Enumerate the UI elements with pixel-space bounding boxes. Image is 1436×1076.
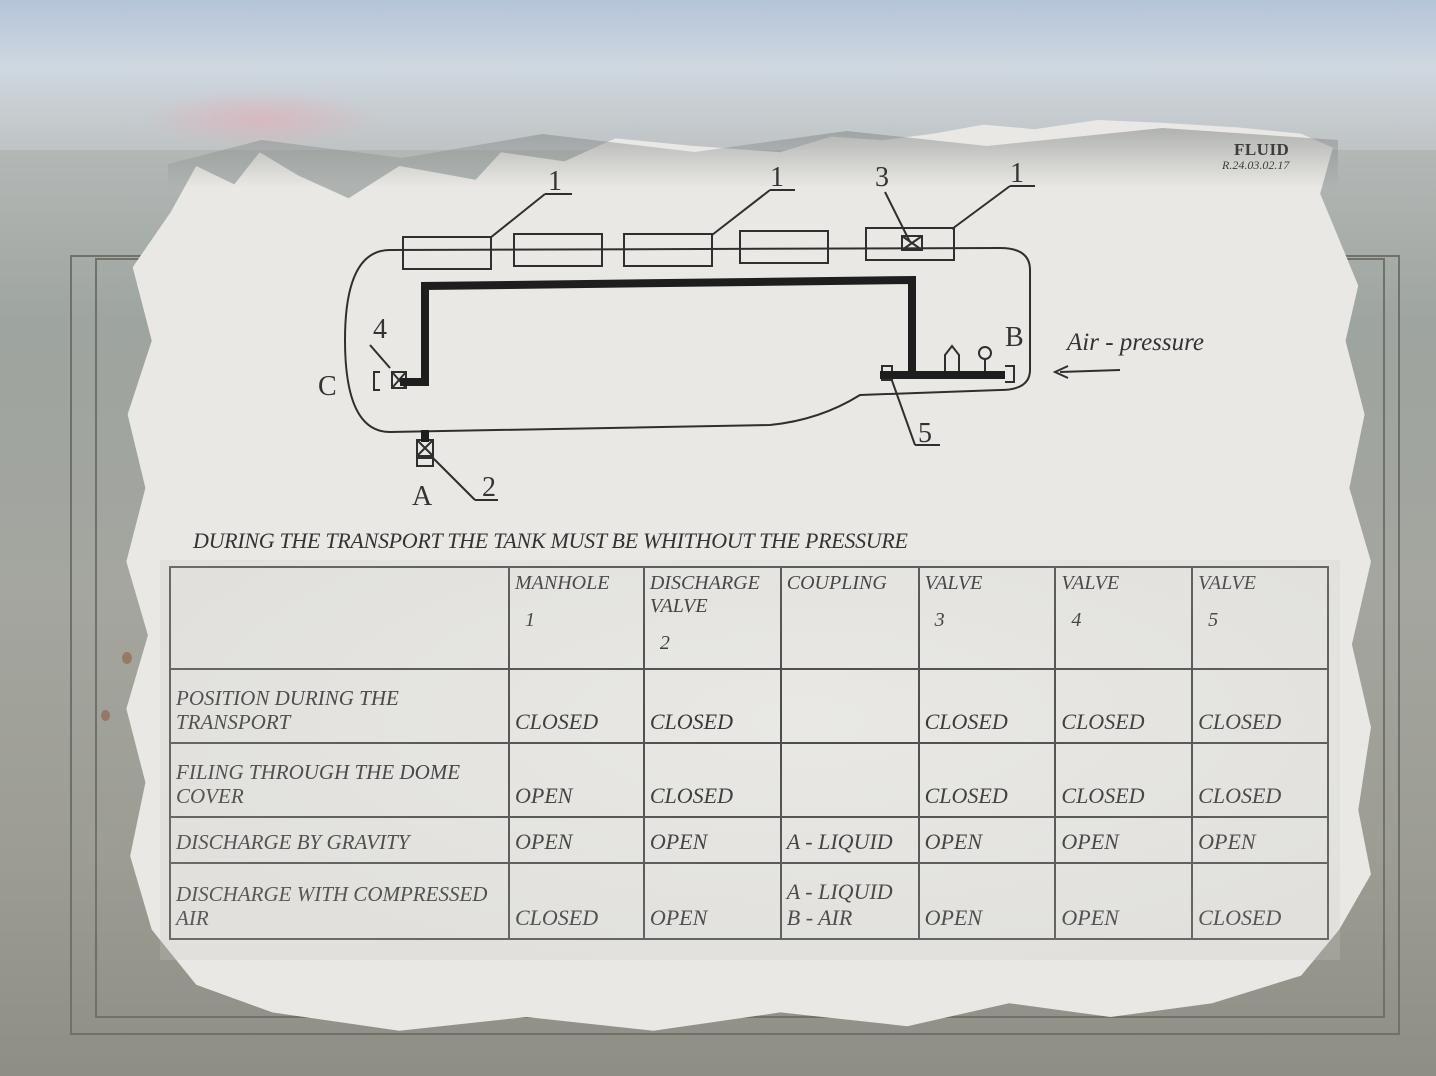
table-cell: CLOSED [642,668,782,744]
row-label: DISCHARGE BY GRAVITY [169,816,510,864]
table-cell: CLOSED [1054,668,1194,744]
table-row: DISCHARGE WITH COMPRESSED AIR CLOSED OPE… [169,862,1329,940]
table-cell: A - LIQUID B - AIR [779,862,920,940]
table-cell: OPEN [642,862,782,940]
header-coupling: COUPLING [779,566,920,670]
table-cell: CLOSED [1191,668,1329,744]
brand-code: R.24.03.02.17 [1222,158,1290,172]
manhole-label: 1 [548,166,562,197]
table-cell: OPEN [508,816,645,864]
manhole-label: 1 [1010,158,1024,189]
air-pressure-label: Air - pressure [1065,329,1204,356]
table-cell: CLOSED [1191,742,1329,818]
point-b-label: B [1005,322,1024,353]
table-cell: OPEN [917,862,1057,940]
table-cell [779,742,920,818]
valve2-label: 2 [482,472,496,503]
table-cell: CLOSED [642,742,782,818]
sky-glow [140,88,380,148]
table-cell: CLOSED [917,742,1057,818]
manhole-label: 1 [770,162,784,193]
brand-name: FLUID [1233,140,1290,159]
table-cell: A - LIQUID [779,816,920,864]
valve3-label: 3 [875,162,889,193]
table-row: POSITION DURING THE TRANSPORT CLOSED CLO… [169,668,1329,744]
table-cell [779,668,920,744]
rust-spot [101,710,110,721]
valve5-label: 5 [918,418,932,449]
transport-notice: DURING THE TRANSPORT THE TANK MUST BE WH… [193,528,908,553]
row-label: DISCHARGE WITH COMPRESSED AIR [169,862,510,940]
table-cell: CLOSED [508,668,645,744]
table-row: FILING THROUGH THE DOME COVER OPEN CLOSE… [169,742,1329,818]
table-cell: CLOSED [917,668,1057,744]
table-cell: OPEN [917,816,1057,864]
point-a-label: A [412,481,433,512]
table-cell: OPEN [1054,862,1194,940]
table-cell: CLOSED [508,862,645,940]
header-blank [169,566,510,670]
valve4-label: 4 [373,314,387,345]
table-cell: OPEN [508,742,645,818]
table-cell: OPEN [642,816,782,864]
row-label: FILING THROUGH THE DOME COVER [169,742,510,818]
table-cell: OPEN [1054,816,1194,864]
table-cell: OPEN [1191,816,1329,864]
brand-block: FLUID R.24.03.02.17 [1222,140,1289,173]
table-cell: CLOSED [1191,862,1329,940]
rust-spot [122,652,132,664]
table-row: DISCHARGE BY GRAVITY OPEN OPEN A - LIQUI… [169,816,1329,864]
tank-diagram: 1 1 3 1 4 C B 5 A 2 Air - pressure [318,158,1204,512]
point-c-label: C [318,371,337,402]
table-cell: CLOSED [1054,742,1194,818]
row-label: POSITION DURING THE TRANSPORT [169,668,510,744]
